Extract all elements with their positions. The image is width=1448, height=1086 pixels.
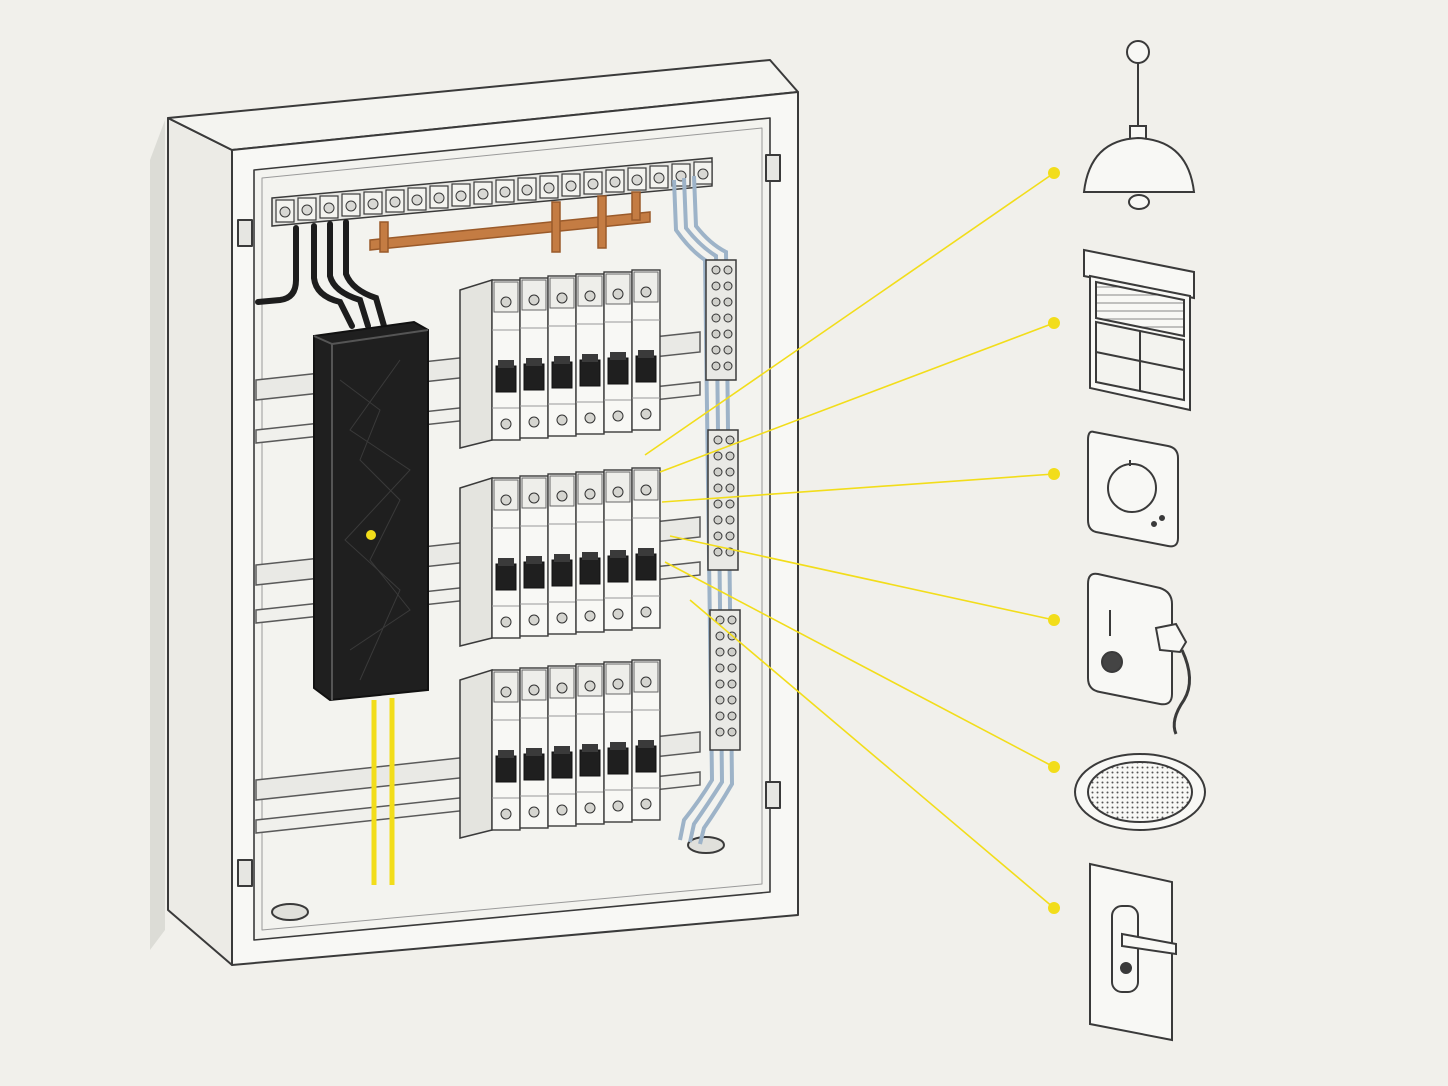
connector-dot-ceiling-speaker	[1048, 761, 1060, 773]
circuit-breaker	[575, 471, 605, 633]
bus-bar	[705, 259, 737, 381]
neutral-bus-bars	[705, 259, 741, 751]
circuit-breaker	[519, 475, 549, 637]
terminal-screw	[583, 171, 603, 195]
connector-line-thermostat	[661, 473, 1055, 503]
ev-charger-wallbox-icon	[1087, 572, 1191, 735]
circuit-breaker	[575, 663, 605, 825]
terminal-screw	[407, 187, 427, 211]
connector-dot-ceiling-lamp	[1048, 167, 1060, 179]
terminal-screw	[693, 161, 713, 185]
circuit-breaker	[575, 273, 605, 435]
terminal-screw	[517, 177, 537, 201]
smart-controller-module	[313, 320, 429, 702]
circuit-breaker	[547, 665, 577, 827]
circuit-breaker	[603, 661, 633, 823]
ceiling-speaker-icon	[1074, 753, 1206, 831]
cable-grommet	[687, 836, 725, 854]
bus-bar	[709, 609, 741, 751]
connector-line-ceiling-speaker	[664, 561, 1055, 768]
terminal-screw	[385, 189, 405, 213]
breaker-row	[459, 467, 661, 647]
terminal-screw	[429, 185, 449, 209]
terminal-screw	[649, 165, 669, 189]
terminal-screw	[297, 197, 317, 221]
connector-line-roller-shutter	[659, 322, 1055, 473]
circuit-breaker	[491, 669, 521, 831]
terminal-screw	[627, 167, 647, 191]
connector-lines	[644, 172, 1055, 909]
circuit-breaker	[547, 473, 577, 635]
breaker-rows	[459, 269, 661, 839]
hinge	[765, 154, 781, 182]
bus-bar	[707, 429, 739, 571]
terminal-screw	[363, 191, 383, 215]
terminal-screw	[341, 193, 361, 217]
supply-cables	[255, 219, 387, 329]
copper-bus	[369, 191, 651, 253]
circuit-breaker	[631, 659, 661, 821]
roller-shutter-window-icon	[1083, 248, 1195, 412]
circuit-breaker	[631, 467, 661, 629]
breaker-row	[459, 269, 661, 449]
ceiling-lamp-icon	[1082, 40, 1196, 210]
terminal-screw	[473, 181, 493, 205]
connector-dot-thermostat	[1048, 468, 1060, 480]
connector-dot-door-lock	[1048, 902, 1060, 914]
cable-grommet	[271, 903, 309, 921]
yellow-control-wires	[371, 698, 395, 885]
circuit-breaker	[491, 279, 521, 441]
terminal-screw	[495, 179, 515, 203]
circuit-breaker	[603, 271, 633, 433]
hinge	[237, 859, 253, 887]
status-led	[366, 530, 376, 540]
connector-dot-ev-charger	[1048, 614, 1060, 626]
terminal-screw	[451, 183, 471, 207]
connector-dot-roller-shutter	[1048, 317, 1060, 329]
terminal-screw	[275, 199, 295, 223]
connector-line-ceiling-lamp	[644, 172, 1055, 456]
terminal-screw	[319, 195, 339, 219]
hinge	[237, 219, 253, 247]
circuit-breaker	[603, 469, 633, 631]
thermostat-icon	[1087, 430, 1179, 548]
circuit-breaker	[547, 275, 577, 437]
breaker-row	[459, 659, 661, 839]
connector-line-ev-charger	[669, 535, 1055, 621]
circuit-breaker	[519, 277, 549, 439]
terminal-screw	[605, 169, 625, 193]
circuit-breaker	[491, 477, 521, 639]
circuit-breaker	[519, 667, 549, 829]
circuit-breaker	[631, 269, 661, 431]
terminal-screw	[539, 175, 559, 199]
connector-line-door-lock	[689, 599, 1055, 909]
terminal-screw	[561, 173, 581, 197]
top-terminal-block	[271, 157, 713, 227]
hinge	[765, 781, 781, 809]
door-handle-lock-icon	[1089, 862, 1177, 1042]
enclosure-side	[167, 117, 233, 966]
